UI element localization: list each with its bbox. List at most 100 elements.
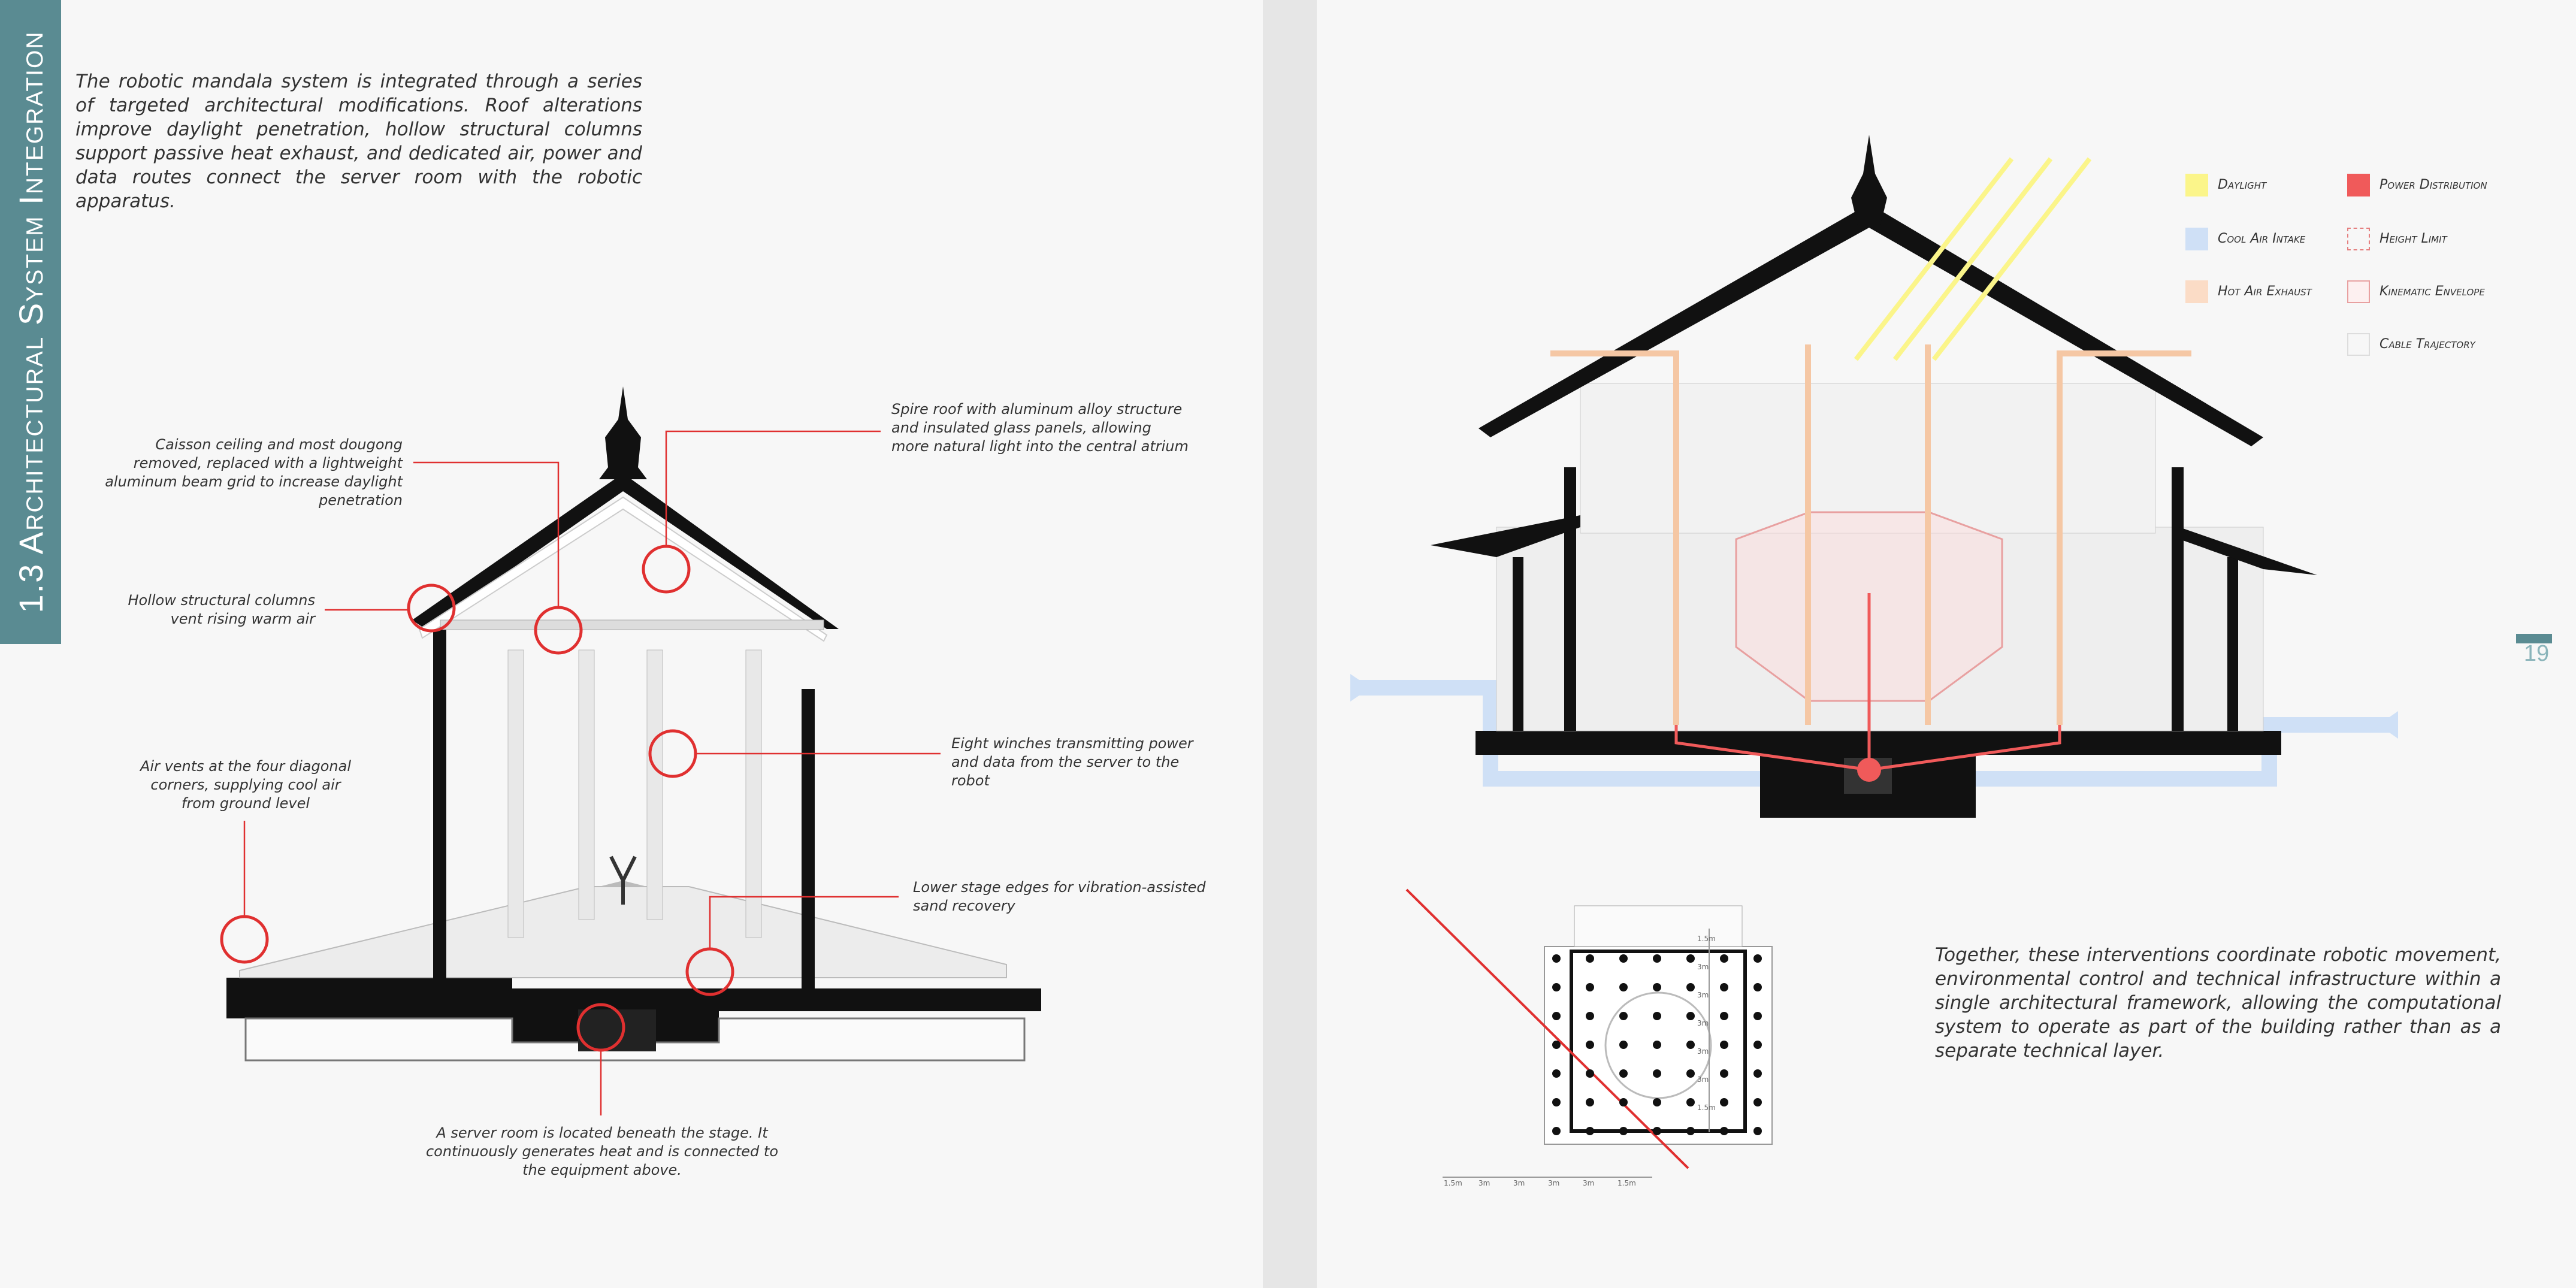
plan-column-dot xyxy=(1686,1098,1695,1106)
plan-column-dot xyxy=(1753,954,1762,963)
section-drawing-right xyxy=(1350,135,2398,1178)
daylight-ray xyxy=(1892,157,2053,361)
plan-column-dot xyxy=(1619,1069,1628,1078)
legend-swatch-daylight xyxy=(2185,174,2208,196)
plan-column-dot xyxy=(1720,1041,1728,1049)
power-hub xyxy=(1857,758,1881,782)
plan-column-dot xyxy=(1686,1127,1695,1135)
legend-cable: Cable Trajectory xyxy=(2347,333,2475,357)
plan-column-dot xyxy=(1586,954,1594,963)
column xyxy=(646,649,663,920)
outro-paragraph: Together, these interventions coordinate… xyxy=(1935,944,2501,1062)
plan-column-dot xyxy=(1619,954,1628,963)
plan-dim-label: 1.5m xyxy=(1697,1103,1716,1112)
power-line xyxy=(1674,725,1870,772)
plan-column-dot xyxy=(1720,954,1728,963)
hot-air-route xyxy=(1550,350,1679,725)
plan-column-dot xyxy=(1552,1127,1561,1135)
page-number-bar xyxy=(2516,634,2552,643)
left-page: 1.3 Architectural System Integration The… xyxy=(0,0,1263,1288)
section-drawing-left xyxy=(220,386,1041,1115)
plan-column-dot xyxy=(1619,983,1628,991)
roof-glass xyxy=(418,496,828,642)
legend-power: Power Distribution xyxy=(2347,174,2487,198)
plan-dim-label: 3m xyxy=(1583,1179,1595,1187)
plan-column-dot xyxy=(1552,983,1561,991)
annotation-stage: Lower stage edges for vibration-assisted… xyxy=(913,879,1206,914)
legend-label-daylight: Daylight xyxy=(2218,177,2267,192)
column xyxy=(1564,467,1576,731)
robot-arms xyxy=(609,855,637,905)
daylight-ray xyxy=(1931,157,2092,361)
plan-column-dot xyxy=(1653,983,1661,991)
column xyxy=(2227,557,2238,731)
floor-plan xyxy=(1405,888,1773,1178)
plan-column-dot xyxy=(1753,1069,1762,1078)
leader-stage xyxy=(709,896,899,949)
annotation-spire: Spire roof with aluminum alloy structure… xyxy=(891,401,1189,455)
column xyxy=(745,649,762,938)
section-cut-line xyxy=(1405,888,1689,1169)
intro-paragraph: The robotic mandala system is integrated… xyxy=(75,71,642,212)
plan-column-dot xyxy=(1552,1012,1561,1020)
plan-column-dot xyxy=(1586,1098,1594,1106)
annotation-vents: Air vents at the four diagonal corners, … xyxy=(140,758,352,812)
plan-column-dot xyxy=(1552,954,1561,963)
plan-dim-label: 1.5m xyxy=(1444,1179,1462,1187)
plan-column-dot xyxy=(1653,1069,1661,1078)
page-gutter xyxy=(1263,0,1317,1288)
legend-label-cable: Cable Trajectory xyxy=(2380,337,2475,352)
plan-dim-label: 3m xyxy=(1479,1179,1490,1187)
legend-swatch-power xyxy=(2347,174,2370,196)
plan-dim-label: 1.5m xyxy=(1617,1179,1636,1187)
column xyxy=(1513,557,1523,731)
column xyxy=(507,649,524,938)
legend-swatch-hot-air xyxy=(2185,280,2208,303)
plan-column-dot xyxy=(1720,1098,1728,1106)
spire xyxy=(1851,135,1887,228)
legend-label-height-limit: Height Limit xyxy=(2380,231,2447,246)
plan-entry xyxy=(1574,905,1743,947)
plan-column-dot xyxy=(1653,1041,1661,1049)
legend-swatch-cool-air xyxy=(2185,228,2208,250)
legend-hot-air: Hot Air Exhaust xyxy=(2185,280,2312,304)
plan-column-dot xyxy=(1753,1041,1762,1049)
plan-column-dot xyxy=(1619,1098,1628,1106)
eave-right xyxy=(2179,527,2317,575)
upper-tier xyxy=(1580,383,2156,534)
legend-label-cool-air: Cool Air Intake xyxy=(2218,231,2306,246)
section-tab: 1.3 Architectural System Integration xyxy=(0,0,61,644)
annotation-columns: Hollow structural columns vent rising wa… xyxy=(128,592,315,627)
plan-column-dot xyxy=(1720,983,1728,991)
plan-column-dot xyxy=(1552,1069,1561,1078)
plan-column-dot xyxy=(1686,1069,1695,1078)
power-line xyxy=(1868,725,2061,772)
legend-swatch-height-limit xyxy=(2347,228,2370,250)
annotation-server: A server room is located beneath the sta… xyxy=(425,1124,779,1178)
left-wall xyxy=(433,617,446,1000)
plan-column-dot xyxy=(1753,1098,1762,1106)
highlight-column-vent xyxy=(407,583,456,633)
plan-column-dot xyxy=(1753,1012,1762,1020)
plan-dim-label: 3m xyxy=(1697,1075,1709,1084)
plan-atrium xyxy=(1604,991,1712,1099)
legend-height-limit: Height Limit xyxy=(2347,228,2447,252)
plan-column-dot xyxy=(1720,1069,1728,1078)
cool-air-arrow-right xyxy=(2378,711,2398,739)
annotation-caisson: Caisson ceiling and most dougong removed… xyxy=(105,436,403,509)
right-wall xyxy=(802,689,815,1000)
legend-label-power: Power Distribution xyxy=(2380,177,2487,192)
leader-spire xyxy=(665,430,881,546)
basement-slab xyxy=(244,1017,1026,1062)
highlight-spire xyxy=(642,545,691,594)
spire xyxy=(599,386,647,479)
plan-column-dot xyxy=(1586,1127,1594,1135)
page-number: 19 xyxy=(2523,641,2550,666)
eave-left xyxy=(1431,515,1580,557)
plan-column-dot xyxy=(1653,1012,1661,1020)
highlight-caisson xyxy=(534,606,583,655)
plan-column-dot xyxy=(1586,1069,1594,1078)
plan-column-dot xyxy=(1653,954,1661,963)
plan-column-dot xyxy=(1686,954,1695,963)
plan-column-dot xyxy=(1586,1041,1594,1049)
